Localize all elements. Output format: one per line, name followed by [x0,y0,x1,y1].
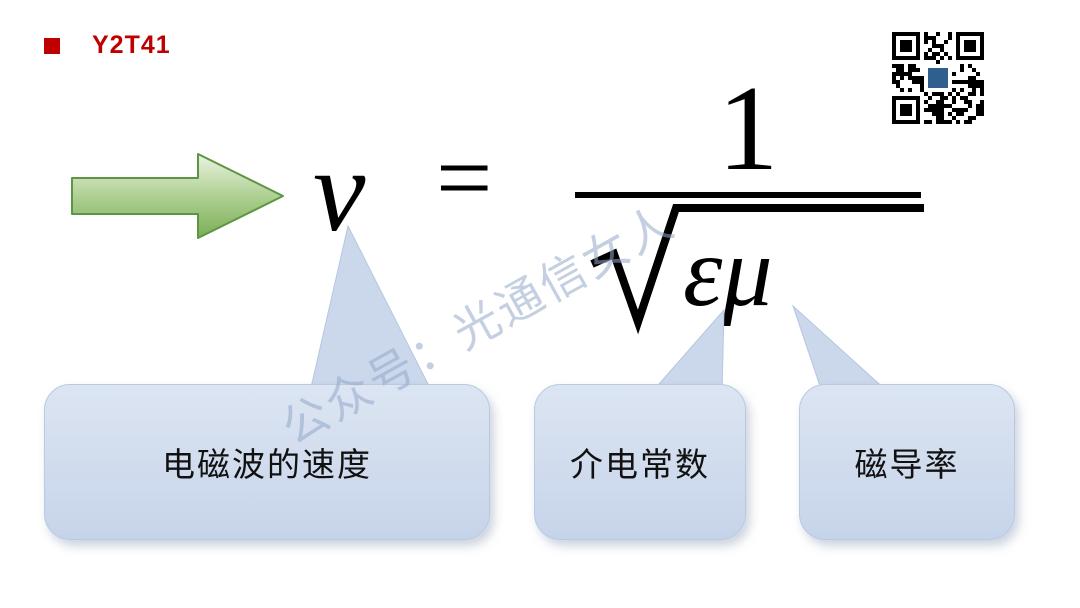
slide-code: Y2T41 [92,31,171,59]
block-arrow-icon [71,153,284,239]
radicand: εμ [683,216,773,327]
qr-code-icon [892,32,984,124]
qr-logo-icon [928,68,948,88]
callout-pointer-mu [791,304,890,393]
equals-sign: = [436,122,493,233]
square-root: εμ [590,204,924,335]
callout-pointer-epsilon [650,308,725,393]
callout-label: 电磁波的速度 [162,446,372,483]
fraction-bar [575,192,921,198]
callout-dielectric-constant: 介电常数 [534,384,746,540]
callout-em-wave-speed: 电磁波的速度 [44,384,490,540]
callout-label: 磁导率 [854,446,960,483]
radical-sign-icon [590,204,924,335]
callout-pointer-v [309,224,433,393]
callout-permeability: 磁导率 [799,384,1015,540]
red-square-icon [44,38,60,54]
formula-variable: v [313,125,366,256]
fraction-numerator: 1 [717,61,779,196]
callout-label: 介电常数 [570,446,710,483]
